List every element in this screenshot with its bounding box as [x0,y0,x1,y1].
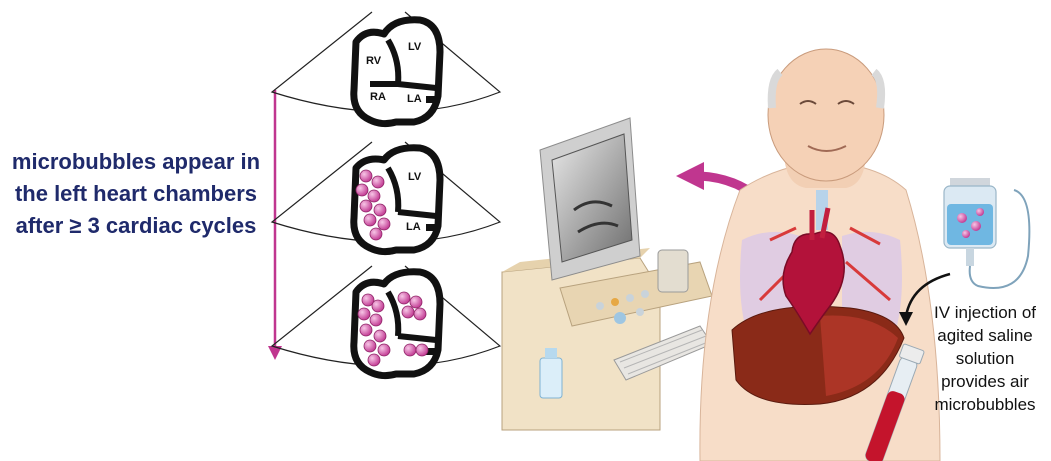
echo-sector-icon: RV LV RA LA [272,12,500,124]
main-caption: microbubbles appear in the left heart ch… [0,146,272,242]
iv-caption-line-3: solution [918,347,1051,370]
iv-caption-line-4: provides air [918,370,1051,393]
chamber-label-lv: LV [408,171,422,183]
echo-sector-icon [272,266,500,376]
iv-caption-line-1: IV injection of [918,301,1051,324]
chamber-label-ra: RA [370,91,386,103]
ultrasound-machine-icon [502,118,712,430]
caption-line-1: microbubbles appear in [0,146,272,178]
chamber-label-la: LA [406,221,421,233]
iv-caption-line-5: microbubbles [918,393,1051,416]
caption-line-2: the left heart chambers [0,178,272,210]
chamber-label-rv: RV [366,55,382,67]
iv-caption-line-2: agited saline [918,324,1051,347]
chamber-label-lv: LV [408,41,422,53]
iv-bag-icon [944,178,1029,288]
iv-caption: IV injection of agited saline solution p… [918,301,1051,416]
echo-sector-icon: LV LA [272,142,500,252]
chamber-label-la: LA [407,93,422,105]
caption-line-3: after ≥ 3 cardiac cycles [0,210,272,242]
